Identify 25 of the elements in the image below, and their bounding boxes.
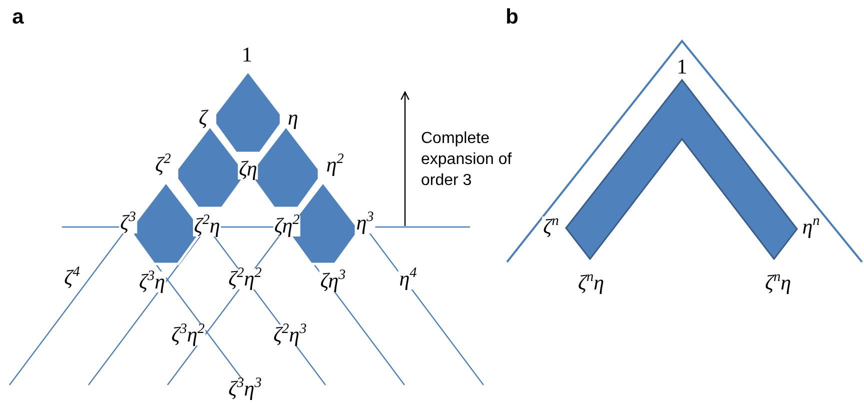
- term-label: 1: [676, 56, 688, 78]
- term-label: ζ$^{2}$: [154, 154, 172, 176]
- term-label: η$^{4}$: [398, 268, 418, 290]
- term-label: ζ$^{3}$η: [138, 272, 166, 292]
- term-label: ζη: [238, 158, 258, 180]
- term-label: η$^{2}$: [325, 154, 345, 176]
- term-label: η$^{n}$: [801, 216, 821, 238]
- term-label: η$^{3}$: [355, 212, 375, 234]
- term-label: 1: [242, 44, 252, 66]
- annotation-text: Complete expansion of order 3: [421, 129, 513, 191]
- term-label: ζη$^{3}$: [319, 270, 347, 292]
- term-label: ζ$^{4}$: [63, 268, 81, 288]
- term-label: ζ$^{3}$η$^{3}$: [227, 378, 263, 400]
- term-label: ζ$^{3}$: [119, 212, 137, 234]
- term-label: ζ$^{2}$η$^{2}$: [227, 268, 263, 290]
- term-label: ζ: [198, 108, 208, 128]
- term-label: ζη$^{2}$: [273, 216, 301, 236]
- term-label: ζ$^{2}$η: [192, 216, 222, 236]
- term-label: ζ$^{n}$: [542, 216, 560, 238]
- term-label: ζ$^{3}$η$^{2}$: [170, 324, 206, 346]
- term-label: ζ$^{n}$η: [764, 272, 792, 294]
- panel-letter: a: [12, 6, 24, 28]
- panel-letter: b: [506, 6, 518, 28]
- term-label: ζ$^{2}$η$^{3}$: [272, 324, 308, 346]
- term-label: ζ$^{n}$η: [576, 272, 606, 294]
